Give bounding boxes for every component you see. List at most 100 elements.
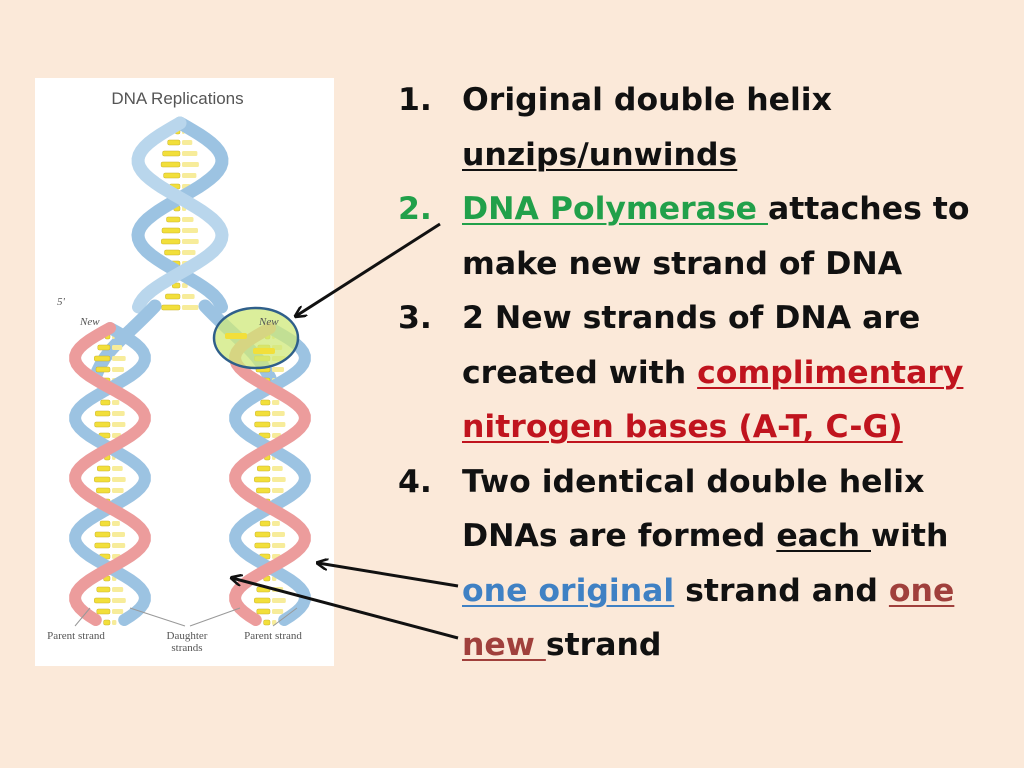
- base-pair: [272, 598, 286, 603]
- base-pair: [272, 587, 284, 592]
- base-pair: [272, 488, 284, 493]
- base-pair: [182, 250, 196, 255]
- base-pair: [112, 609, 124, 614]
- base-pair: [95, 410, 111, 417]
- base-pair: [272, 422, 286, 427]
- base-pair: [112, 411, 125, 416]
- base-pair: [165, 293, 181, 300]
- base-pair: [260, 399, 271, 406]
- base-pair: [112, 466, 123, 471]
- base-pair: [112, 620, 117, 625]
- label-new-left: New: [80, 316, 100, 328]
- base-pair: [182, 162, 199, 167]
- step-number: 3.: [398, 300, 432, 336]
- step-text: Original double helix: [462, 82, 832, 118]
- base-pair: [254, 542, 271, 549]
- base-pair: [96, 608, 111, 615]
- step-text: unzips/unwinds: [462, 136, 738, 173]
- caption-leader: [129, 607, 186, 627]
- base-pair: [94, 531, 111, 538]
- base-pair: [253, 348, 275, 354]
- step-text: 2 New strands of DNA are created with: [462, 300, 921, 391]
- base-pair: [94, 355, 111, 362]
- step-number: 1.: [398, 82, 432, 118]
- base-pair: [112, 367, 124, 372]
- base-pair: [272, 521, 280, 526]
- caption-leader: [189, 607, 241, 627]
- base-pair: [182, 151, 198, 156]
- base-pair: [272, 466, 283, 471]
- base-pair: [182, 283, 188, 288]
- step-text: with: [871, 518, 949, 554]
- daughter-strand: [229, 322, 311, 626]
- dna-replication-illustration: DNA Replications 5' New New Parent stran…: [35, 78, 334, 666]
- label-new-right: New: [259, 316, 279, 328]
- base-pair: [256, 608, 271, 615]
- base-pair: [254, 531, 271, 538]
- base-pair: [182, 140, 193, 145]
- step-number: 2.: [398, 191, 432, 227]
- base-pair: [94, 421, 111, 428]
- base-pair: [94, 542, 111, 549]
- steps-list: 1. Original double helix unzips/unwinds 2.…: [398, 73, 1018, 673]
- base-pair: [259, 520, 271, 527]
- step-text: DNA Polymerase: [462, 191, 768, 227]
- base-pair: [95, 366, 111, 373]
- base-pair: [254, 476, 271, 483]
- base-pair: [161, 304, 181, 311]
- base-pair: [161, 238, 181, 245]
- base-pair: [112, 521, 120, 526]
- caption-daughter: Daughter strands: [166, 630, 208, 654]
- base-pair: [256, 586, 271, 593]
- step-text: strand and: [674, 572, 889, 609]
- caption-leader: [74, 607, 91, 627]
- base-pair: [256, 487, 271, 494]
- base-pair: [160, 161, 181, 168]
- base-pair: [100, 399, 111, 406]
- base-pair: [182, 217, 194, 222]
- base-pair: [162, 150, 181, 157]
- base-pair: [254, 421, 271, 428]
- base-pair: [112, 587, 124, 592]
- helix-drawing: [69, 116, 311, 627]
- polymerase-highlight: [212, 306, 300, 370]
- base-pair: [272, 367, 284, 372]
- caption-parent-right: Parent strand: [244, 630, 302, 642]
- step-item: 2. DNA Polymerase attaches to make new st…: [398, 182, 1018, 291]
- base-pair: [112, 543, 126, 548]
- base-pair: [272, 400, 280, 405]
- step-text: Two identical double helix DNAs are form…: [462, 463, 925, 555]
- base-pair: [257, 465, 271, 472]
- base-pair: [161, 227, 181, 234]
- base-pair: [254, 597, 271, 604]
- step-text: one original: [462, 572, 675, 609]
- base-pair: [94, 597, 111, 604]
- base-pair: [112, 598, 126, 603]
- base-pair: [97, 344, 111, 351]
- parent-strand: [131, 116, 229, 314]
- step-text: attaches to make new strand of DNA: [462, 191, 970, 282]
- caption-parent-left: Parent strand: [47, 630, 105, 642]
- base-pair: [94, 476, 111, 483]
- base-pair: [166, 216, 181, 223]
- base-pair: [112, 532, 125, 537]
- base-pair: [112, 477, 126, 482]
- base-pair: [96, 586, 111, 593]
- base-pair: [164, 249, 181, 256]
- base-pair: [182, 305, 199, 310]
- base-pair: [163, 172, 181, 179]
- step-item: 4. Two identical double helix DNAs are fo…: [398, 455, 1018, 673]
- base-pair: [272, 532, 285, 537]
- base-pair: [103, 619, 111, 626]
- base-pair: [225, 333, 247, 339]
- base-pair: [96, 487, 111, 494]
- base-pair: [112, 422, 126, 427]
- step-item: 3.2 New strands of DNA are created with …: [398, 291, 1018, 455]
- base-pair: [167, 139, 181, 146]
- daughter-strand: [69, 322, 151, 626]
- base-pair: [182, 173, 197, 178]
- base-pair: [272, 477, 286, 482]
- base-pair: [272, 609, 284, 614]
- step-number: 4.: [398, 463, 432, 500]
